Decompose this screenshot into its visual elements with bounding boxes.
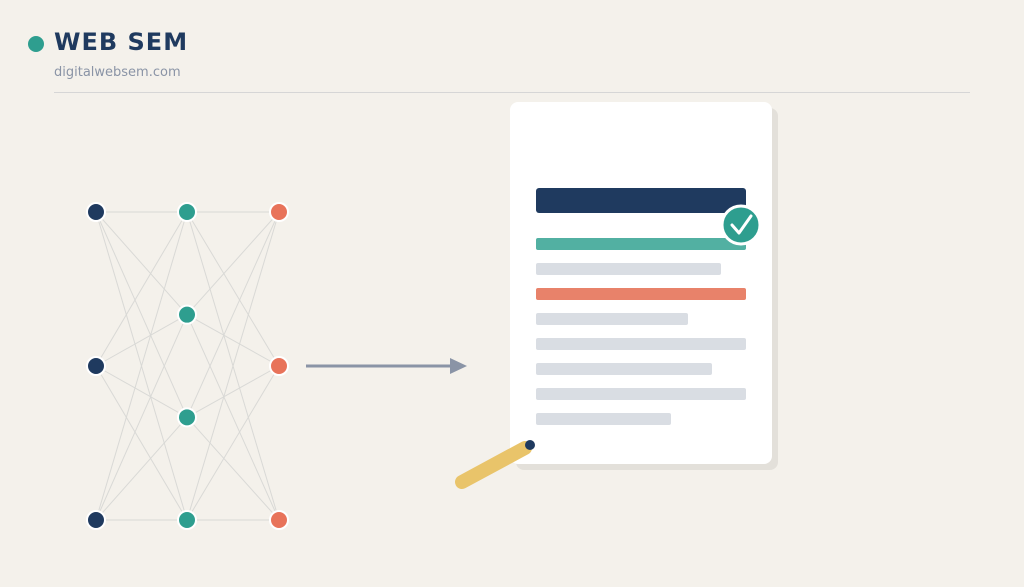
document-line — [536, 413, 671, 425]
input-node — [86, 510, 106, 530]
network-edge — [95, 211, 188, 315]
network-edge — [186, 314, 280, 367]
output-node — [269, 356, 289, 376]
document-card — [510, 102, 778, 470]
network-edge — [95, 314, 188, 367]
hidden-node — [177, 407, 197, 428]
brand-dot — [28, 36, 44, 52]
pencil-icon — [455, 440, 535, 489]
hidden-node — [177, 304, 197, 325]
neural-network — [86, 202, 289, 530]
network-edge — [95, 365, 188, 521]
document-line — [536, 363, 712, 375]
document-title-bar — [536, 188, 746, 213]
network-edge — [186, 416, 280, 521]
brand-url: digitalwebsem.com — [54, 65, 181, 80]
document-page — [510, 102, 772, 464]
input-node — [86, 356, 106, 376]
brand-name: WEB SEM — [54, 28, 189, 56]
document-line — [536, 338, 746, 350]
check-icon — [720, 204, 762, 246]
header-divider — [54, 92, 970, 93]
document-line — [536, 388, 746, 400]
network-edge — [186, 314, 280, 521]
document-line — [536, 263, 721, 275]
network-edge — [95, 314, 188, 521]
network-edge — [95, 365, 188, 418]
output-node — [269, 202, 289, 222]
network-edge — [95, 211, 188, 418]
document-line-highlight-teal — [536, 238, 746, 250]
network-edge — [186, 365, 280, 418]
network-edge — [186, 365, 280, 521]
network-edge — [186, 211, 280, 521]
output-node — [269, 510, 289, 530]
network-edge — [95, 211, 188, 521]
hidden-node — [177, 202, 197, 222]
document-line-highlight-coral — [536, 288, 746, 300]
network-edge — [186, 211, 280, 418]
flow-arrow — [306, 358, 467, 374]
input-node — [86, 202, 106, 222]
network-edge — [95, 417, 188, 521]
network-edge — [186, 211, 280, 316]
document-line — [536, 313, 688, 325]
hidden-node — [177, 510, 197, 530]
network-edge — [186, 211, 280, 367]
network-edge — [95, 211, 188, 367]
